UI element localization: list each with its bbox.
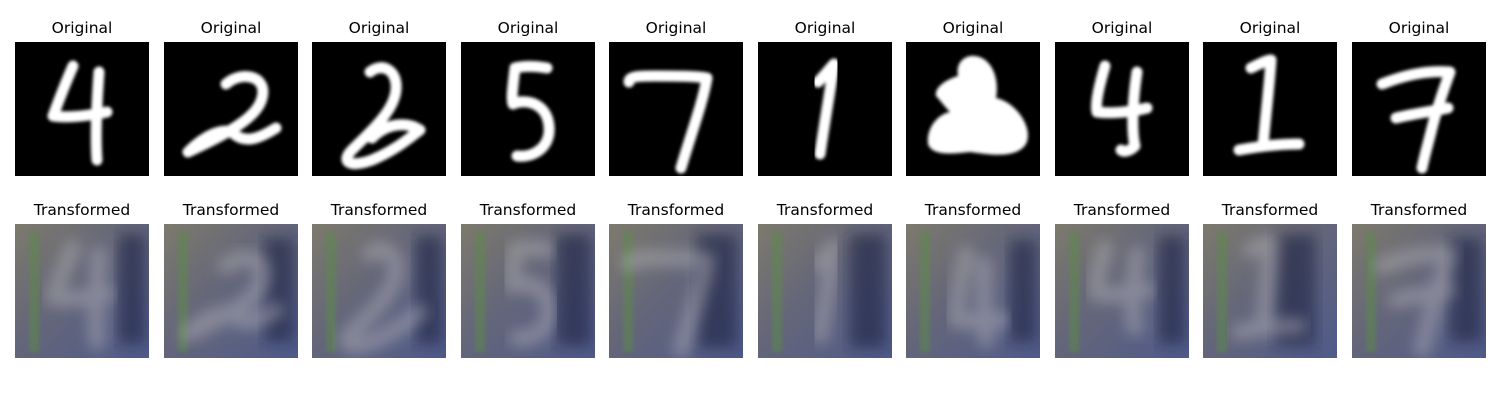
original-title: Original bbox=[497, 19, 559, 37]
transformed-digit-4-image bbox=[15, 224, 149, 358]
transformed-digit-7-image bbox=[1352, 224, 1486, 358]
digit-5-image bbox=[506, 61, 555, 162]
transformed-image bbox=[1352, 224, 1486, 358]
digit-2-image bbox=[341, 62, 426, 170]
digit-7-image bbox=[623, 70, 713, 174]
digit-4-image bbox=[47, 60, 113, 166]
original-image bbox=[1352, 42, 1486, 176]
transformed-title: Transformed bbox=[627, 201, 725, 219]
original-title: Original bbox=[1388, 19, 1450, 37]
transformed-digit-1-image bbox=[758, 224, 892, 358]
transformed-digit-7-image bbox=[609, 224, 743, 358]
original-cell: Original bbox=[1203, 16, 1337, 176]
transformed-title: Transformed bbox=[1073, 201, 1171, 219]
transformed-title: Transformed bbox=[33, 201, 131, 219]
transformed-digit-2-image bbox=[312, 224, 446, 358]
original-title: Original bbox=[348, 19, 410, 37]
original-title: Original bbox=[645, 19, 707, 37]
transformed-image bbox=[609, 224, 743, 358]
original-title: Original bbox=[200, 19, 262, 37]
transformed-image bbox=[758, 224, 892, 358]
digit-1-image bbox=[1233, 54, 1305, 156]
transformed-cell: Transformed bbox=[1203, 198, 1337, 358]
transformed-cell: Transformed bbox=[15, 198, 149, 358]
digit-1-image bbox=[812, 58, 840, 160]
transformed-cell: Transformed bbox=[1352, 198, 1486, 358]
original-image bbox=[15, 42, 149, 176]
transformed-digit-1-image bbox=[1203, 224, 1337, 358]
digit-7-image bbox=[1376, 66, 1456, 174]
transformed-title: Transformed bbox=[924, 201, 1022, 219]
transformed-digit-5-image bbox=[461, 224, 595, 358]
original-cell: Original bbox=[609, 16, 743, 176]
original-cell: Original bbox=[1055, 16, 1189, 176]
transformed-title: Transformed bbox=[1221, 201, 1319, 219]
original-cell: Original bbox=[15, 16, 149, 176]
transformed-cell: Transformed bbox=[1055, 198, 1189, 358]
original-image bbox=[164, 42, 298, 176]
original-image bbox=[906, 42, 1040, 176]
original-title: Original bbox=[794, 19, 856, 37]
original-cell: Original bbox=[906, 16, 1040, 176]
transformed-digit-4-image bbox=[1055, 224, 1189, 358]
original-cell: Original bbox=[312, 16, 446, 176]
original-cell: Original bbox=[461, 16, 595, 176]
transformed-title: Transformed bbox=[182, 201, 280, 219]
original-title: Original bbox=[942, 19, 1004, 37]
transformed-image bbox=[1203, 224, 1337, 358]
transformed-row: Transformed Transformed Transformed bbox=[0, 198, 1500, 358]
original-image bbox=[1203, 42, 1337, 176]
digit-4-image bbox=[1091, 60, 1153, 157]
transformed-image bbox=[461, 224, 595, 358]
original-image bbox=[1055, 42, 1189, 176]
original-image bbox=[312, 42, 446, 176]
original-image bbox=[461, 42, 595, 176]
original-cell: Original bbox=[1352, 16, 1486, 176]
original-image bbox=[758, 42, 892, 176]
digit-2-image bbox=[182, 71, 282, 158]
original-image bbox=[609, 42, 743, 176]
transformed-image bbox=[312, 224, 446, 358]
transformed-image bbox=[15, 224, 149, 358]
original-cell: Original bbox=[758, 16, 892, 176]
transformed-digit-4-image bbox=[906, 224, 1040, 358]
blob-image bbox=[927, 55, 1028, 155]
transformed-title: Transformed bbox=[1370, 201, 1468, 219]
transformed-cell: Transformed bbox=[164, 198, 298, 358]
original-title: Original bbox=[1091, 19, 1153, 37]
transformed-image bbox=[164, 224, 298, 358]
transformed-title: Transformed bbox=[479, 201, 577, 219]
original-title: Original bbox=[1239, 19, 1301, 37]
transformed-title: Transformed bbox=[776, 201, 874, 219]
transformed-title: Transformed bbox=[330, 201, 428, 219]
original-cell: Original bbox=[164, 16, 298, 176]
transformed-cell: Transformed bbox=[609, 198, 743, 358]
transformed-cell: Transformed bbox=[758, 198, 892, 358]
transformed-cell: Transformed bbox=[906, 198, 1040, 358]
transformed-image bbox=[1055, 224, 1189, 358]
transformed-cell: Transformed bbox=[312, 198, 446, 358]
original-title: Original bbox=[51, 19, 113, 37]
transformed-image bbox=[906, 224, 1040, 358]
original-row: Original Original Original Original bbox=[0, 16, 1500, 176]
transformed-cell: Transformed bbox=[461, 198, 595, 358]
transformed-digit-2-image bbox=[164, 224, 298, 358]
